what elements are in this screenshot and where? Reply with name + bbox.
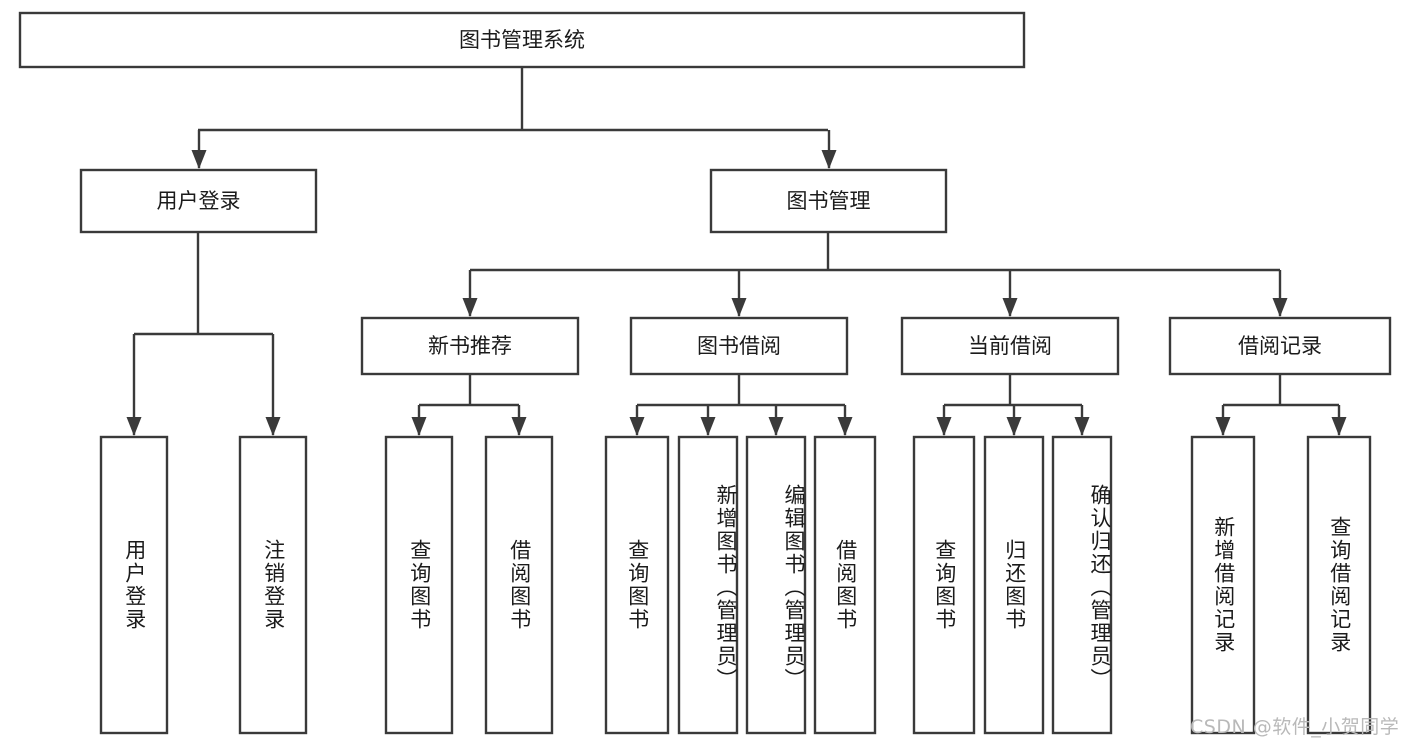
arrow-to-leaf-edit-book [768,405,784,436]
node-box-book-management[interactable] [709,168,948,234]
node-box-leaf-confirm-return[interactable] [1051,435,1113,735]
node-box-leaf-query-book-recommend[interactable] [384,435,454,735]
arrow-to-leaf-confirm-return [1074,405,1090,436]
arrow-to-book-management [821,130,837,169]
node-box-leaf-logout[interactable] [238,435,308,735]
connector-bus-new-book-recommend [419,374,519,407]
node-box-new-book-recommend[interactable] [360,316,580,376]
node-label-book-borrow: 图书借阅 [697,334,781,358]
arrow-to-leaf-add-book [700,405,716,436]
node-box-leaf-query-book-current[interactable] [912,435,976,735]
node-box-root[interactable] [18,11,1026,69]
arrow-to-leaf-user-login [126,334,142,436]
arrow-to-leaf-borrow-book-recommend [511,405,527,436]
node-box-leaf-query-borrow-record[interactable] [1306,435,1372,735]
arrow-to-new-book-recommend [462,270,478,317]
connector-bus-book-borrow [637,374,845,407]
node-box-book-borrow[interactable] [629,316,849,376]
node-box-leaf-user-login[interactable] [99,435,169,735]
node-box-leaf-return-book[interactable] [983,435,1045,735]
connectors-layer [126,67,1347,436]
arrow-to-current-borrow [1002,270,1018,317]
node-box-leaf-borrow-book-recommend[interactable] [484,435,554,735]
node-label-book-management: 图书管理 [787,189,871,213]
node-box-user-login[interactable] [79,168,318,234]
node-box-borrow-record[interactable] [1168,316,1392,376]
arrow-to-leaf-query-book-borrow [629,405,645,436]
connector-bus-user-login [134,232,273,336]
node-label-new-book-recommend: 新书推荐 [428,334,512,358]
arrow-to-leaf-borrow-book [837,405,853,436]
node-box-leaf-add-borrow-record[interactable] [1190,435,1256,735]
arrow-to-book-borrow [731,270,747,317]
node-label-user-login: 用户登录 [157,189,241,213]
connector-bus-book-management [470,232,1280,272]
node-box-leaf-borrow-book[interactable] [813,435,877,735]
node-box-leaf-edit-book[interactable] [745,435,807,735]
arrow-to-leaf-query-borrow-record [1331,405,1347,436]
arrow-to-leaf-add-borrow-record [1215,405,1231,436]
arrow-to-leaf-query-book-current [936,405,952,436]
arrow-to-leaf-query-book-recommend [411,405,427,436]
arrow-to-user-login [191,130,207,169]
arrow-to-borrow-record [1272,270,1288,317]
node-label-borrow-record: 借阅记录 [1238,334,1322,358]
node-label-current-borrow: 当前借阅 [968,334,1052,358]
arrow-to-leaf-return-book [1006,405,1022,436]
connector-bus-root [198,67,828,132]
node-box-leaf-add-book[interactable] [677,435,739,735]
connector-bus-borrow-record [1223,374,1339,407]
node-box-current-borrow[interactable] [900,316,1120,376]
boxes-layer [18,11,1392,735]
node-label-root: 图书管理系统 [459,28,585,52]
connector-bus-current-borrow [944,374,1082,407]
arrow-to-leaf-logout [265,334,281,436]
node-box-leaf-query-book-borrow[interactable] [604,435,670,735]
